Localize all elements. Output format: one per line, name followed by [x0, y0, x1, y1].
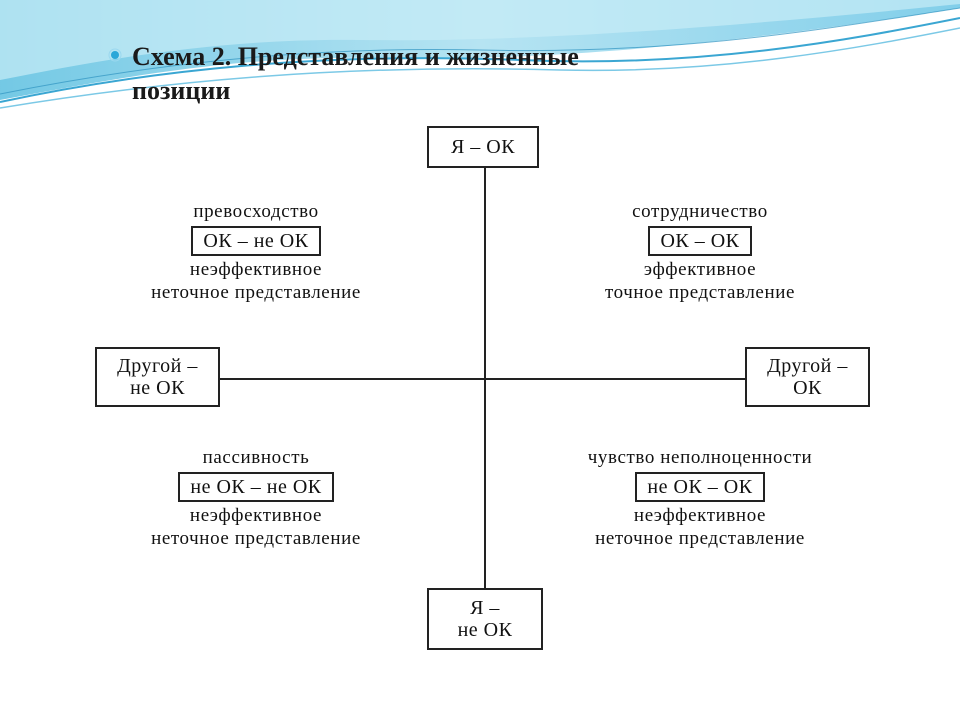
quadrant-representation: неточное представление — [595, 528, 805, 549]
right-box-other-ok: Другой – ОК — [745, 347, 870, 407]
top-box-i-ok: Я – ОК — [427, 126, 539, 168]
quadrant-position-box: ОК – ОК — [648, 226, 752, 256]
quadrant-effect: эффективное — [643, 259, 757, 280]
quadrant-position-box: не ОК – не ОК — [178, 472, 334, 502]
quadrant-effect: неэффективное — [189, 505, 323, 526]
quadrant-representation: точное представление — [604, 282, 796, 303]
title-line-1: Схема 2. Представления и жизненные — [132, 42, 579, 71]
left-box-line2: не ОК — [130, 377, 185, 399]
wave-header-decoration — [0, 0, 960, 109]
quadrant-heading: сотрудничество — [632, 201, 768, 222]
quadrant-representation: неточное представление — [151, 282, 361, 303]
quadrant-bottom-left: пассивность не ОК – не ОК неэффективное … — [111, 446, 401, 550]
quadrant-top-left: превосходство ОК – не ОК неэффективное н… — [111, 200, 401, 304]
quadrant-bottom-right: чувство неполноценности не ОК – ОК неэфф… — [545, 446, 855, 550]
quadrant-heading: чувство неполноценности — [587, 447, 813, 468]
quadrant-top-right: сотрудничество ОК – ОК эффективное точно… — [555, 200, 845, 304]
bottom-box-line2: не ОК — [457, 619, 513, 641]
right-box-line1: Другой – — [767, 355, 848, 377]
bottom-box-line1: Я – — [470, 597, 500, 619]
left-box-other-not-ok: Другой – не ОК — [95, 347, 220, 407]
quadrant-representation: неточное представление — [151, 528, 361, 549]
life-positions-diagram: Я – ОК Я – не ОК Другой – не ОК Другой –… — [88, 117, 880, 655]
quadrant-heading: превосходство — [193, 201, 319, 222]
quadrant-heading: пассивность — [202, 447, 310, 468]
quadrant-position-box: ОК – не ОК — [191, 226, 321, 256]
quadrant-effect: неэффективное — [189, 259, 323, 280]
slide-title: Схема 2. Представления и жизненные позиц… — [108, 40, 828, 108]
bottom-box-i-not-ok: Я – не ОК — [427, 588, 543, 650]
horizontal-axis — [219, 378, 747, 380]
quadrant-effect: неэффективное — [633, 505, 767, 526]
title-line-2: позиции — [132, 76, 231, 105]
right-box-line2: ОК — [793, 377, 822, 399]
round-bullet-icon — [108, 48, 122, 62]
quadrant-position-box: не ОК – ОК — [635, 472, 765, 502]
left-box-line1: Другой – — [117, 355, 198, 377]
